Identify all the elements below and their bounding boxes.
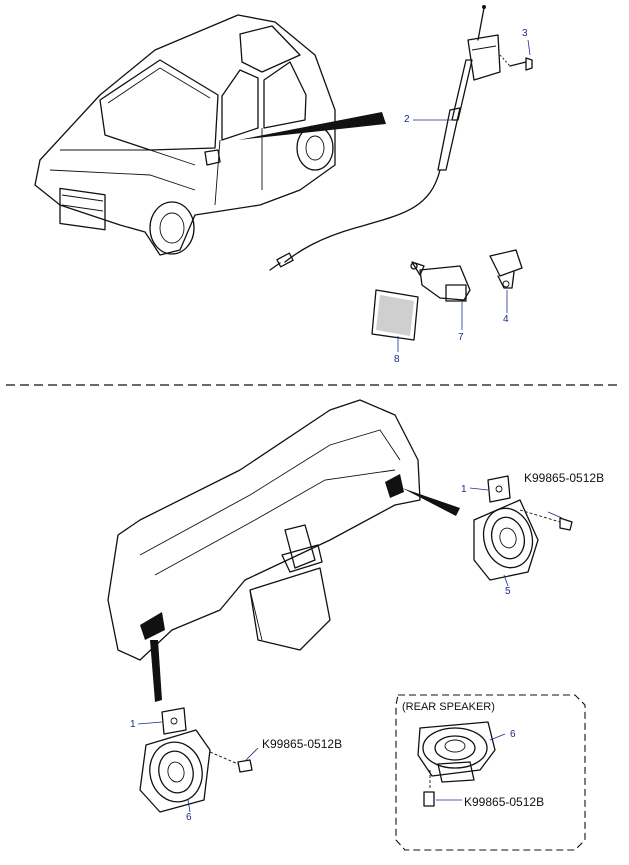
callout-5: 5 (505, 586, 511, 597)
rear-speaker-title: (REAR SPEAKER) (402, 701, 495, 713)
screw-part-3 (499, 54, 533, 71)
dashboard-illustration (107, 399, 460, 702)
car-illustration (34, 14, 386, 256)
part-code-screw-bottom: K99865-0512B (262, 737, 342, 751)
antenna-assembly (269, 5, 501, 271)
callout-leaders-bottom (137, 487, 563, 813)
callout-8: 8 (394, 354, 400, 365)
callout-7: 7 (458, 332, 464, 343)
pad-part-8 (371, 289, 419, 341)
part-code-screw-rear: K99865-0512B (464, 795, 544, 809)
callout-1-top: 1 (461, 484, 467, 495)
part-code-screw-top: K99865-0512B (524, 471, 604, 485)
callout-3: 3 (522, 28, 528, 39)
speaker-part-5 (473, 475, 573, 581)
bracket-part-7 (410, 261, 471, 302)
speaker-part-6-bottom (139, 707, 253, 813)
callout-1-bottom: 1 (130, 719, 136, 730)
callout-2: 2 (404, 114, 410, 125)
callout-6-rear: 6 (510, 729, 516, 740)
callout-6-bottom: 6 (186, 812, 192, 823)
callout-4: 4 (503, 314, 509, 325)
clip-part-4 (489, 249, 523, 289)
rear-speaker-box: (REAR SPEAKER) (395, 694, 586, 851)
callout-leaders-top (397, 39, 531, 352)
